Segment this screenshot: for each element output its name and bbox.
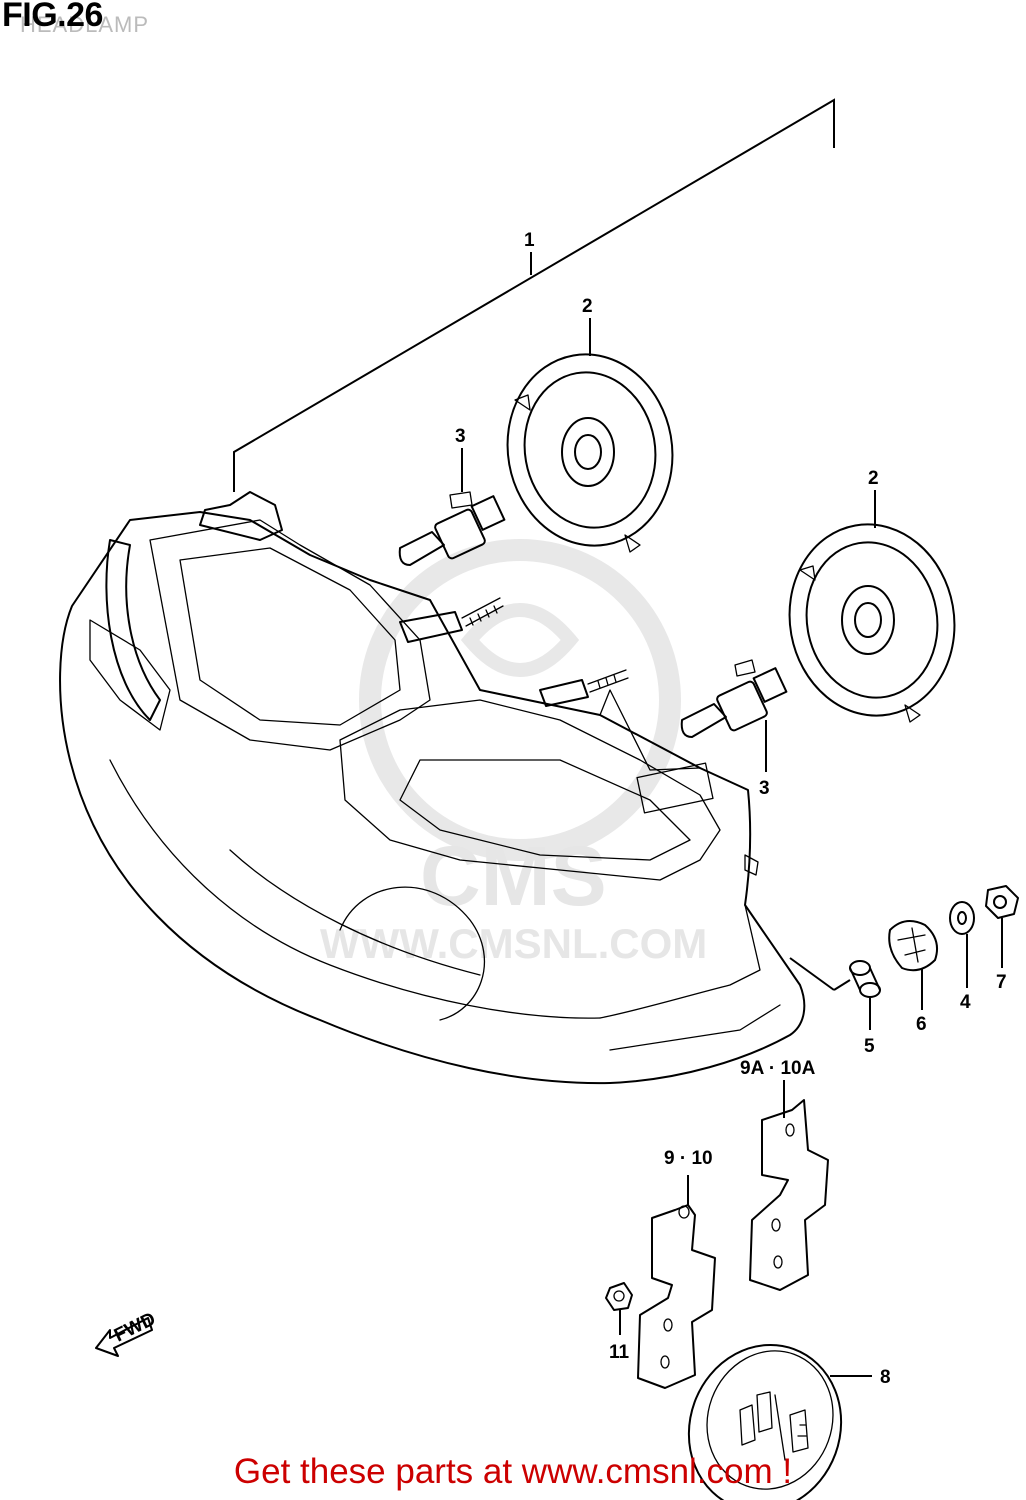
callout-8: 8	[880, 1367, 891, 1388]
callout-3-upper: 3	[455, 426, 466, 447]
callout-7: 7	[996, 972, 1007, 993]
callout-4: 4	[960, 992, 971, 1013]
nut	[985, 885, 1019, 968]
fwd-label: FWD	[111, 1309, 159, 1347]
washer	[949, 901, 975, 988]
fwd-arrow: FWD	[95, 1309, 159, 1357]
callout-1: 1	[524, 230, 535, 251]
assembly-bracket-1	[233, 98, 835, 492]
bracket-9-10	[637, 1175, 716, 1389]
figure-subtitle: HEADLAMP	[20, 12, 150, 37]
callout-9-10: 9 · 10	[664, 1148, 713, 1169]
callout-5: 5	[864, 1036, 875, 1057]
collar	[849, 960, 881, 1030]
promo-link[interactable]: Get these parts at www.cmsnl.com !	[233, 1452, 793, 1491]
bulb-lower	[680, 659, 788, 772]
bulb-upper	[398, 448, 506, 566]
nut-11	[605, 1282, 633, 1335]
watermark-url: WWW.CMSNL.COM	[320, 920, 707, 967]
figure-label: FIG.26	[2, 0, 103, 34]
cushion	[888, 920, 938, 1010]
callout-3-lower: 3	[759, 778, 770, 799]
callouts: 1 2 3 2 3 5 6 4 7 9A · 10A 9 · 10 11 8	[455, 230, 1007, 1388]
callout-11: 11	[609, 1342, 630, 1363]
socket-cover-lower	[788, 490, 956, 723]
headlamp-housing	[59, 491, 851, 1085]
cover	[687, 1344, 872, 1500]
watermark-brand: CMS	[420, 829, 607, 923]
callout-6: 6	[916, 1014, 927, 1035]
bracket-9a-10a	[749, 1080, 829, 1291]
socket-cover-upper	[506, 318, 674, 553]
callout-9a-10a: 9A · 10A	[740, 1058, 816, 1079]
callout-2-lower: 2	[868, 468, 879, 489]
callout-2-upper: 2	[582, 296, 593, 317]
watermark: CMS WWW.CMSNL.COM	[320, 539, 707, 967]
